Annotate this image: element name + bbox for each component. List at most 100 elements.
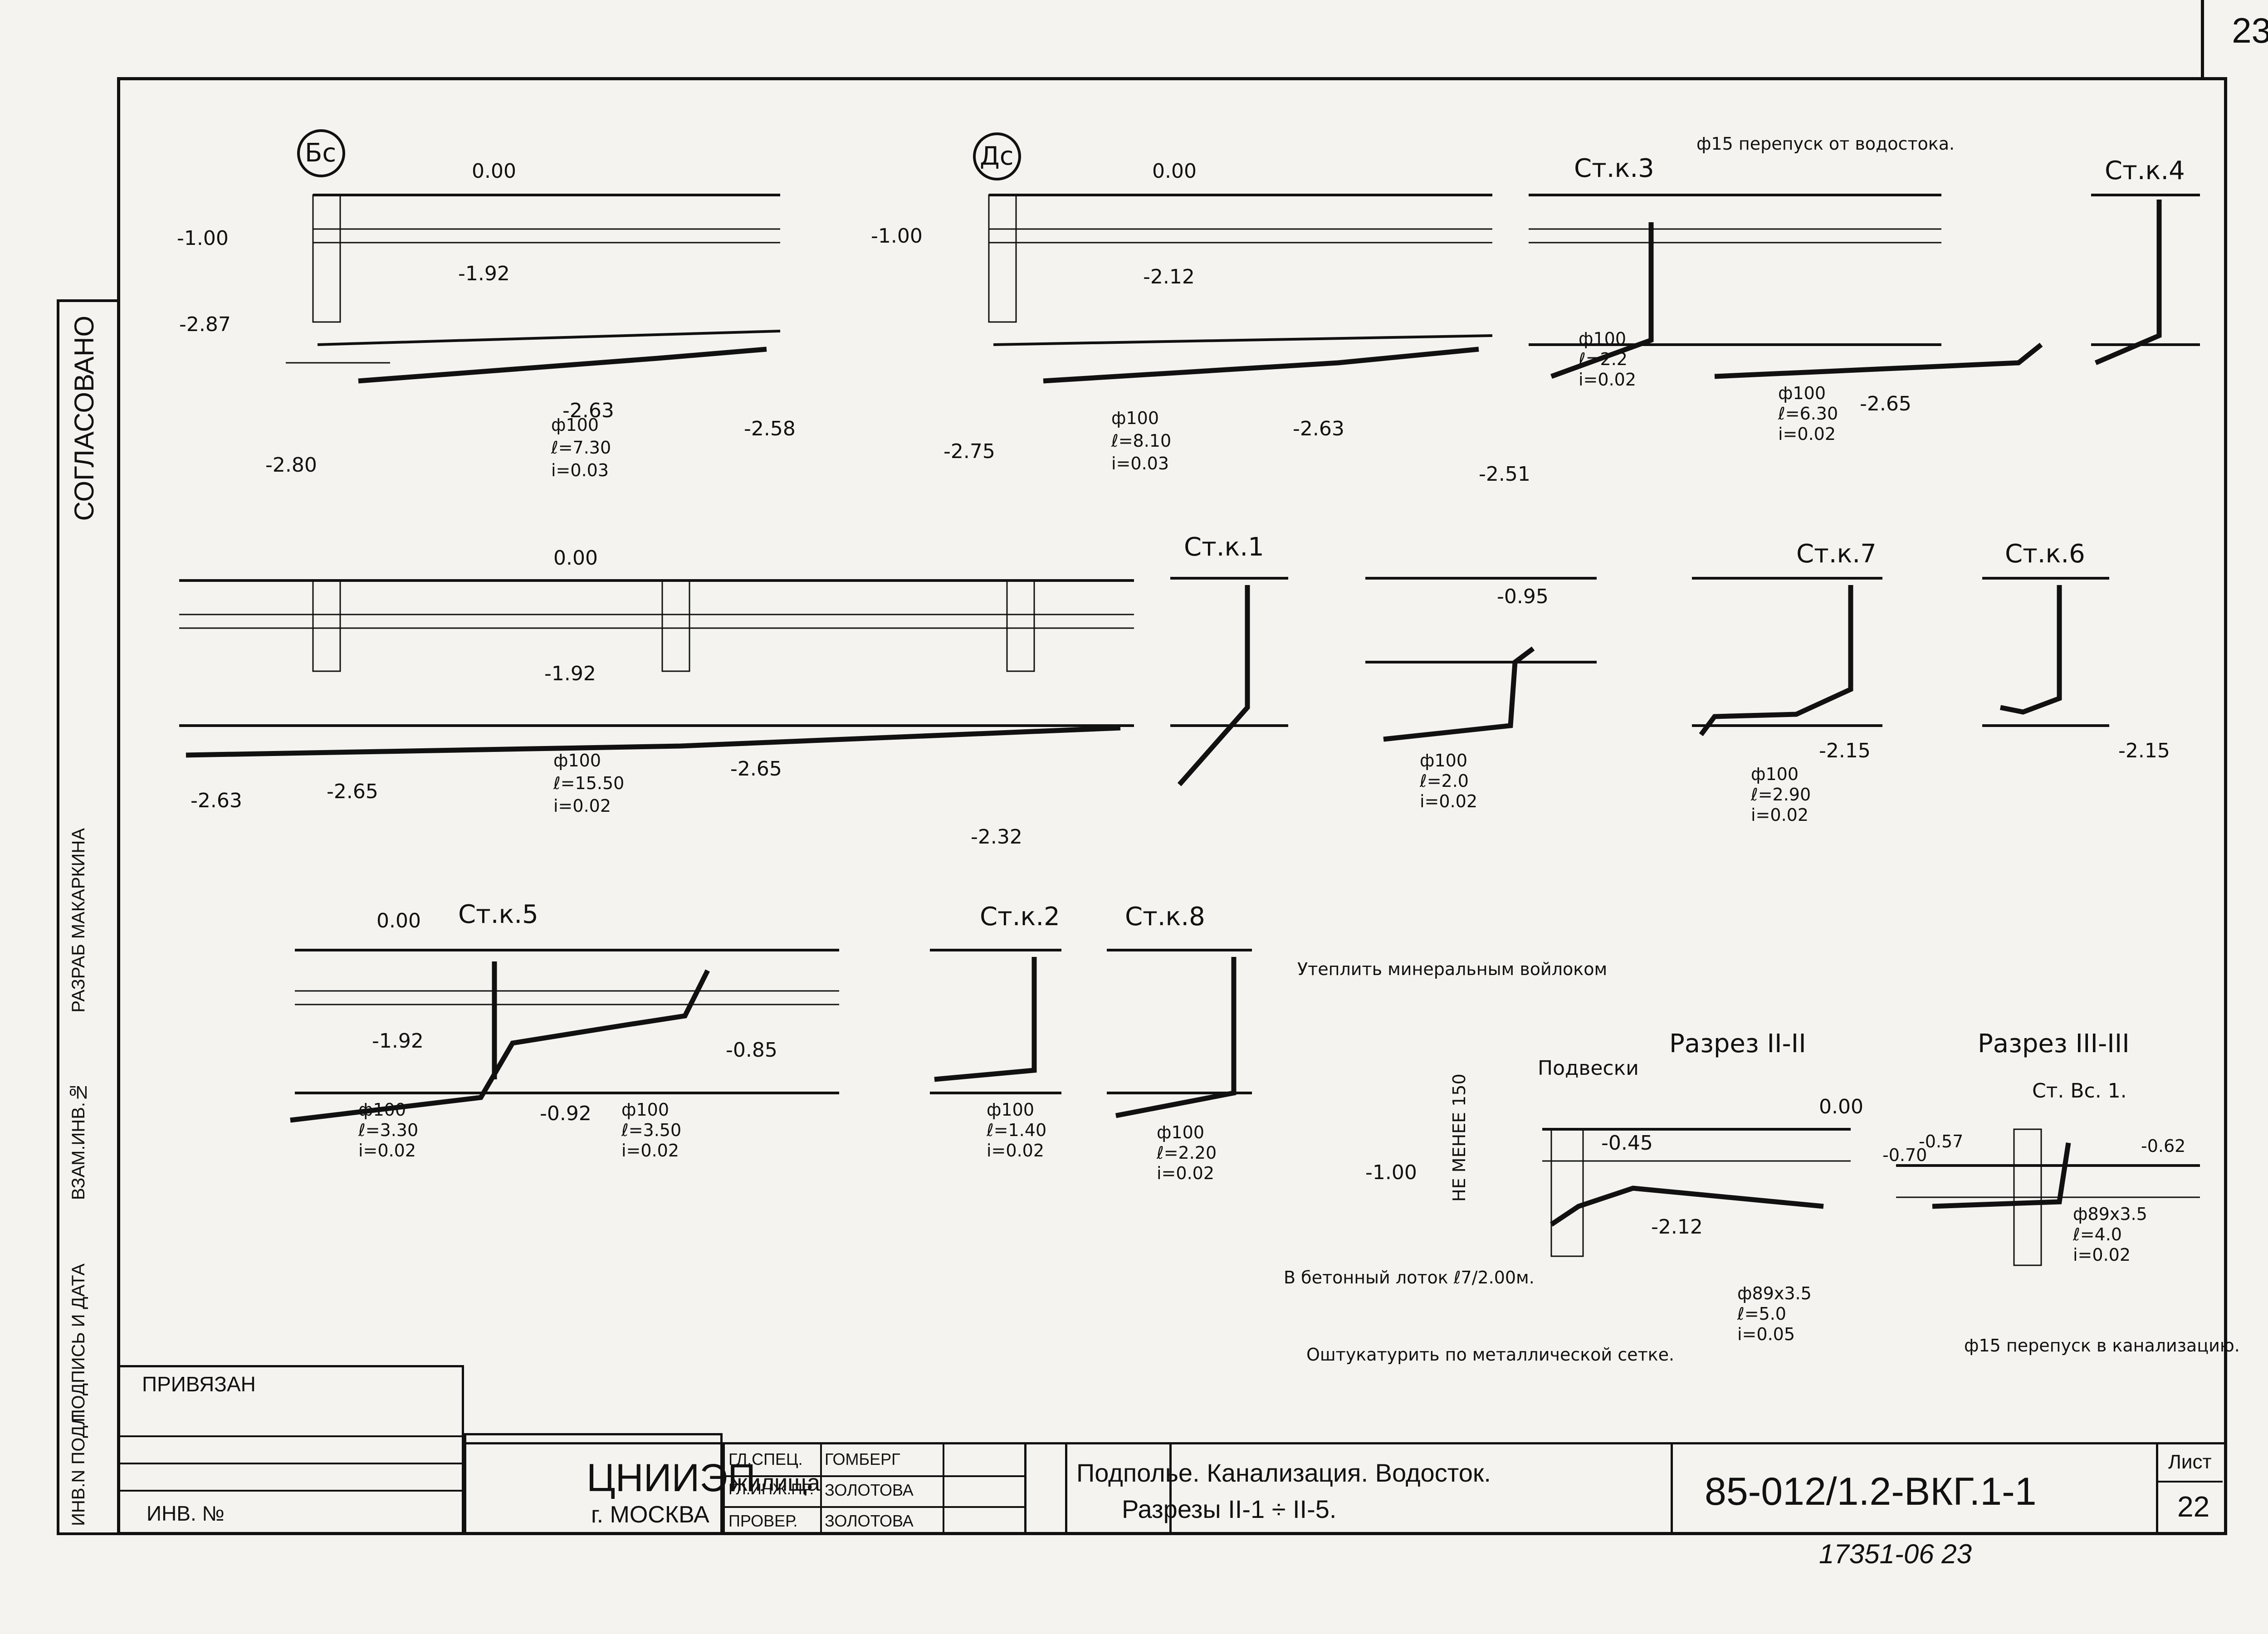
- elev-r2-m212: -2.12: [1651, 1215, 1703, 1239]
- note-insulate: Утеплить минеральным войлоком: [1297, 959, 1607, 979]
- section-stack-k5: Ст.к.5 0.00 -1.92 -0.92 -0.85 ф100 ℓ=3.3…: [290, 900, 839, 1161]
- stvs1-title: Ст. Вс. 1.: [2032, 1079, 2127, 1102]
- section-stack-k2: Ст.к.2 ф100 ℓ=1.40 i=0.02: [930, 902, 1061, 1161]
- spec-10-d: ф100: [987, 1100, 1034, 1120]
- spec-13-d: ф89x3.5: [2073, 1204, 2147, 1224]
- spec-13-i: i=0.02: [2073, 1245, 2131, 1265]
- spec-7-l: ℓ=2.90: [1750, 785, 1811, 805]
- section-razrez-2: Разрез II-II Утеплить минеральным войлок…: [1284, 959, 1863, 1365]
- tb-roles-cell: ГЛ.СПЕЦ. ГОМБЕРГ ГЛ.ИНЖ.ПР. ЗОЛОТОВА ПРО…: [723, 1442, 1026, 1535]
- tb-left-cell: ПРИВЯЗАН ИНВ. №: [117, 1365, 464, 1535]
- spec-6-l: ℓ=2.0: [1419, 771, 1469, 791]
- spec-9-l: ℓ=3.50: [621, 1120, 681, 1140]
- spec-7-i: i=0.02: [1751, 805, 1809, 825]
- elev-section3-m265: -2.65: [1860, 392, 1911, 415]
- spec-5-d: ф100: [553, 751, 601, 771]
- archive-number: 17351-06 23: [1819, 1539, 1972, 1569]
- spec-3-i: i=0.02: [1579, 370, 1636, 390]
- stack-k1-title: Ст.к.1: [1184, 532, 1264, 562]
- section-1: Бс 0.00 -1.00 -1.92 -2.87 -2.80 -2.58 -2…: [177, 129, 796, 480]
- tb-org-name: ЦНИИЭП: [587, 1456, 756, 1500]
- elev-k6-m215: -2.15: [2118, 739, 2170, 762]
- section-trap: -0.95 ф100 ℓ=2.0 i=0.02: [1365, 577, 1597, 811]
- spec-8-d: ф100: [358, 1100, 406, 1120]
- spec-4-l: ℓ=6.30: [1778, 404, 1838, 424]
- elev-section1-m258: -2.58: [744, 417, 796, 440]
- axis-bubble-ds: [973, 132, 1021, 180]
- spec-8-i: i=0.02: [358, 1141, 416, 1161]
- spec-12-i: i=0.05: [1737, 1324, 1795, 1344]
- spec-4-i: i=0.02: [1778, 424, 1836, 444]
- elev-r3-m070: -0.70: [1882, 1145, 1927, 1165]
- tb-inv: ИНВ. №: [147, 1502, 225, 1525]
- elev-section1-m280: -2.80: [265, 454, 317, 477]
- stack-k7-title: Ст.к.7: [1796, 539, 1877, 569]
- elev-section2-m100: -1.00: [871, 224, 923, 248]
- tb-code-cell: 85-012/1.2-ВКГ.1-1: [1673, 1442, 2158, 1535]
- spec-5-l: ℓ=15.50: [553, 773, 624, 793]
- tb-privyazan: ПРИВЯЗАН: [142, 1372, 256, 1396]
- razrez2-title: Разрез II-II: [1669, 1029, 1806, 1058]
- sheet-number-top: 23: [2232, 10, 2268, 50]
- section-razrez-3: Разрез III-III Ст. Вс. 1. -0.70 -0.57 -0…: [1882, 1029, 2240, 1356]
- stack-k8-title: Ст.к.8: [1125, 902, 1205, 932]
- tb-org-suffix: жилища: [732, 1470, 820, 1496]
- spec-10-i: i=0.02: [987, 1141, 1044, 1161]
- tb-code: 85-012/1.2-ВКГ.1-1: [1705, 1470, 2037, 1513]
- elev-k5-m192: -1.92: [372, 1029, 424, 1053]
- section-stack-k6: Ст.к.6 -2.15: [1982, 539, 2170, 762]
- elev-long-m232: -2.32: [971, 825, 1022, 849]
- spec-9-i: i=0.02: [621, 1141, 679, 1161]
- section-long: 0.00 -1.92 -2.63 -2.65 -2.65 -2.32 ф100 …: [179, 546, 1134, 849]
- note-plaster: Оштукатурить по металлической сетке.: [1306, 1345, 1674, 1365]
- elev-r2-0: 0.00: [1819, 1095, 1863, 1118]
- elev-r3-m057: -0.57: [1919, 1132, 1963, 1151]
- elev-long-m265b: -2.65: [730, 757, 782, 780]
- tb-role-2: ГЛ.ИНЖ.ПР.: [728, 1481, 814, 1498]
- elev-r3-m062: -0.62: [2141, 1136, 2185, 1156]
- note-bypass-bottom: ф15 перепуск в канализацию.: [1964, 1336, 2240, 1356]
- elev-r2-m100: -1.00: [1365, 1161, 1417, 1184]
- section-2: Дс 0.00 -1.00 -2.12 -2.75 -2.63 -2.51 ф1…: [871, 132, 1530, 486]
- elev-k7-m215: -2.15: [1819, 739, 1871, 762]
- spec-3-l: ℓ=2.2: [1578, 349, 1628, 369]
- elev-section1-0: 0.00: [472, 160, 516, 183]
- elev-long-m265a: -2.65: [327, 780, 378, 803]
- spec-12-l: ℓ=5.0: [1737, 1304, 1786, 1324]
- tb-title-cell: Подполье. Канализация. Водосток. Разрезы…: [1065, 1442, 1673, 1535]
- spec-6-d: ф100: [1420, 751, 1467, 771]
- note-hangers: Подвески: [1538, 1057, 1639, 1080]
- spec-9-d: ф100: [621, 1100, 669, 1120]
- spec-6-i: i=0.02: [1420, 791, 1477, 811]
- tb-role-3: ПРОВЕР.: [728, 1512, 798, 1530]
- spec-2-d: ф100: [1111, 408, 1159, 428]
- spec-1-d: ф100: [551, 415, 599, 435]
- elev-section1-m263: -2.63: [562, 399, 614, 422]
- spec-4-d: ф100: [1778, 383, 1826, 403]
- axis-label-ds: Дс: [980, 141, 1014, 171]
- note-not-less: НЕ МЕНЕЕ 150: [1449, 1073, 1469, 1202]
- tb-role-3-name: ЗОЛОТОВА: [825, 1512, 914, 1530]
- spec-11-i: i=0.02: [1157, 1163, 1214, 1183]
- tb-title-line2: Разрезы II-1 ÷ II-5.: [1122, 1495, 1337, 1523]
- note-bypass-top: ф15 перепуск от водостока.: [1696, 134, 1955, 154]
- elev-trap-m095: -0.95: [1497, 585, 1549, 608]
- tb-role-1: ГЛ.СПЕЦ.: [728, 1450, 803, 1468]
- elev-long-m263: -2.63: [191, 789, 242, 812]
- elev-long-0: 0.00: [553, 546, 598, 570]
- spec-7-d: ф100: [1751, 764, 1799, 784]
- elev-section1-m100: -1.00: [177, 227, 229, 250]
- spec-1-l: ℓ=7.30: [551, 438, 611, 458]
- spec-11-l: ℓ=2.20: [1156, 1143, 1217, 1163]
- elev-section2-m212: -2.12: [1143, 265, 1195, 288]
- spec-2-i: i=0.03: [1111, 454, 1169, 473]
- elev-long-m192: -1.92: [544, 662, 596, 685]
- elev-section2-m275: -2.75: [943, 440, 995, 463]
- elev-section2-0: 0.00: [1152, 160, 1197, 183]
- elev-section2-m263: -2.63: [1293, 417, 1344, 440]
- stack-k5-title: Ст.к.5: [458, 900, 538, 929]
- section-stack-k1: Ст.к.1: [1170, 532, 1288, 786]
- section-stack-k8: Ст.к.8 ф100 ℓ=2.20 i=0.02: [1107, 902, 1252, 1183]
- tb-list-cell: Лист 22: [2158, 1442, 2227, 1535]
